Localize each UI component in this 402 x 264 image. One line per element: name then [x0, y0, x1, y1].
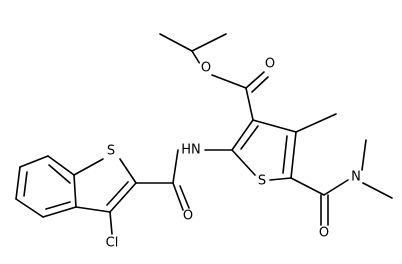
bond	[191, 33, 227, 52]
thiophene-ring	[231, 119, 297, 181]
atom-o-amide-left: O	[183, 209, 193, 224]
bond	[15, 166, 21, 200]
bond	[191, 50, 201, 65]
bond	[172, 149, 179, 184]
atom-nh: HN	[181, 143, 201, 158]
bond	[15, 198, 44, 218]
benzothiophene-thiophene-ring	[73, 158, 137, 235]
bond	[73, 174, 77, 208]
bond	[252, 119, 297, 133]
bond	[159, 33, 193, 52]
bond	[23, 171, 28, 197]
bond	[211, 74, 247, 89]
atom-s-benzothiophene: S	[107, 144, 115, 159]
bond	[45, 201, 71, 210]
bond	[269, 177, 292, 181]
bond	[231, 119, 254, 151]
bond	[47, 155, 75, 176]
bond	[323, 179, 349, 196]
atom-cl: Cl	[106, 236, 119, 251]
bond	[231, 149, 256, 176]
methyl-bond	[295, 113, 337, 133]
bond	[240, 125, 259, 150]
atom-o-ester-single: O	[201, 61, 211, 76]
isopropyl-group	[159, 33, 227, 65]
atom-s-thiophene: S	[258, 174, 266, 189]
bond	[245, 87, 254, 121]
bond	[290, 131, 297, 179]
bond	[179, 185, 190, 209]
bond	[119, 158, 137, 184]
dimethylamide-group	[290, 139, 393, 226]
bond	[109, 211, 113, 235]
bond	[106, 181, 129, 206]
bond	[361, 139, 367, 171]
bond	[282, 135, 288, 174]
bond	[172, 182, 184, 211]
atom-o-ester-double: O	[265, 57, 275, 72]
atom-labels: O O HN S S O N O Cl	[106, 56, 361, 251]
amide-linker	[135, 149, 233, 211]
atom-n-dimethylamide: N	[351, 170, 361, 185]
bond	[75, 206, 111, 213]
bond	[362, 182, 393, 199]
atom-o-dimethylamide: O	[319, 226, 329, 241]
bond	[42, 206, 77, 218]
ester-group	[211, 71, 269, 121]
bond	[109, 182, 137, 213]
bond	[73, 158, 104, 176]
bond	[245, 71, 265, 89]
benzene-ring	[15, 155, 77, 218]
bond	[251, 76, 269, 93]
bond	[290, 177, 325, 196]
bond	[48, 164, 71, 184]
bond	[19, 155, 49, 168]
